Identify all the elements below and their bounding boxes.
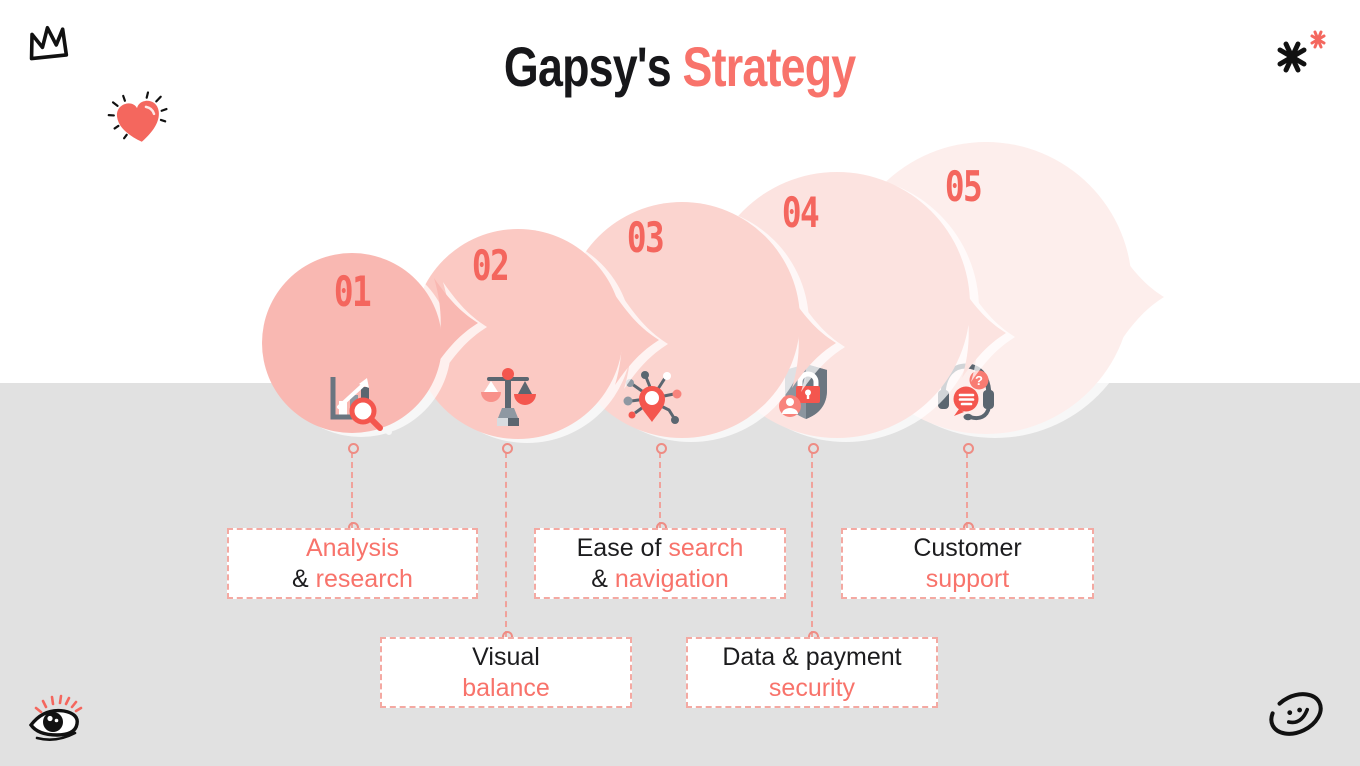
label-line: Ease of search <box>576 533 744 562</box>
crown-doodle-icon <box>29 25 69 61</box>
label-customer-support: Customer support <box>841 528 1094 599</box>
connector-dot <box>348 443 359 454</box>
bubble-tail-icon <box>615 295 659 385</box>
balance-scale-icon <box>481 368 536 426</box>
connector-dot <box>808 443 819 454</box>
location-network-icon <box>623 371 682 424</box>
bubble-tail-icon <box>1120 252 1164 342</box>
label-line: Customer <box>913 533 1022 562</box>
label-line: & navigation <box>591 564 729 593</box>
sparkle-doodles-icon <box>1277 30 1326 73</box>
connector-line <box>351 452 353 528</box>
svg-text:?: ? <box>975 373 983 388</box>
smiley-doodle-icon <box>1269 692 1323 736</box>
label-ease-of-search-navigation: Ease of search & navigation <box>534 528 786 599</box>
label-line: Visual <box>472 642 540 671</box>
step-number: 04 <box>781 188 820 237</box>
label-visual-balance: Visual balance <box>380 637 632 708</box>
chart-analysis-magnifier-icon <box>330 377 383 431</box>
connector-dot <box>656 443 667 454</box>
label-line: security <box>768 673 856 702</box>
title-black: Gapsy's <box>504 35 672 98</box>
eye-doodle-icon <box>28 694 83 741</box>
connector-line <box>659 452 661 528</box>
step-bubble-02: 02 <box>413 229 659 439</box>
connector-dot <box>963 443 974 454</box>
step-number: 02 <box>471 241 510 290</box>
label-line: support <box>925 564 1010 593</box>
step-number: 01 <box>333 267 372 316</box>
bubble-tail-icon <box>962 288 1006 378</box>
label-line: Data & payment <box>722 642 902 671</box>
label-analysis-research: Analysis & research <box>227 528 478 599</box>
bubble-tail-icon <box>434 278 478 368</box>
step-bubble-01: 01 <box>262 253 478 433</box>
label-line: Analysis <box>305 533 400 562</box>
page-title: Gapsy's Strategy <box>0 34 1360 99</box>
title-accent: Strategy <box>682 35 857 98</box>
step-number: 05 <box>944 162 983 211</box>
heart-doodle-icon <box>107 91 168 142</box>
label-line: balance <box>462 673 550 702</box>
label-line: & research <box>292 564 413 593</box>
bubble-tail-icon <box>792 298 836 388</box>
connector-line <box>505 452 507 637</box>
connector-line <box>966 452 968 528</box>
label-data-payment-security: Data & payment security <box>686 637 938 708</box>
connector-dot <box>502 443 513 454</box>
connector-line <box>811 452 813 637</box>
step-number: 03 <box>626 213 665 262</box>
